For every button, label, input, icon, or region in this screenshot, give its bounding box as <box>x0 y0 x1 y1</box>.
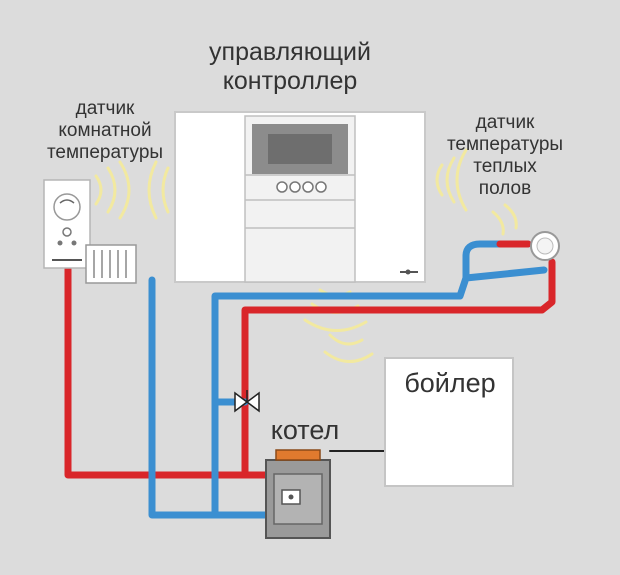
pipes <box>64 240 556 519</box>
controller-buttons <box>276 181 327 193</box>
floor-temperature-sensor <box>530 231 560 261</box>
floor-sensor-label: датчик температуры теплых полов <box>446 112 564 199</box>
return-pipe-blue <box>148 266 548 519</box>
boiler-label: котел <box>270 415 340 445</box>
room-sensor-label: датчик комнатной температуры <box>46 98 164 163</box>
supply-pipe-red <box>64 254 556 479</box>
mixing-valve <box>234 390 260 413</box>
boiler-unit <box>265 449 331 539</box>
water-heater-tank <box>384 357 514 487</box>
floor-heating-coil <box>462 240 532 282</box>
controller-label: управляющий контроллер <box>209 38 371 95</box>
controller-unit <box>174 111 426 283</box>
radiator <box>85 244 137 284</box>
signal-waves <box>94 148 518 363</box>
controller-display <box>268 134 332 164</box>
water-heater-label: бойлер <box>404 368 496 398</box>
room-temperature-sensor <box>43 179 91 269</box>
